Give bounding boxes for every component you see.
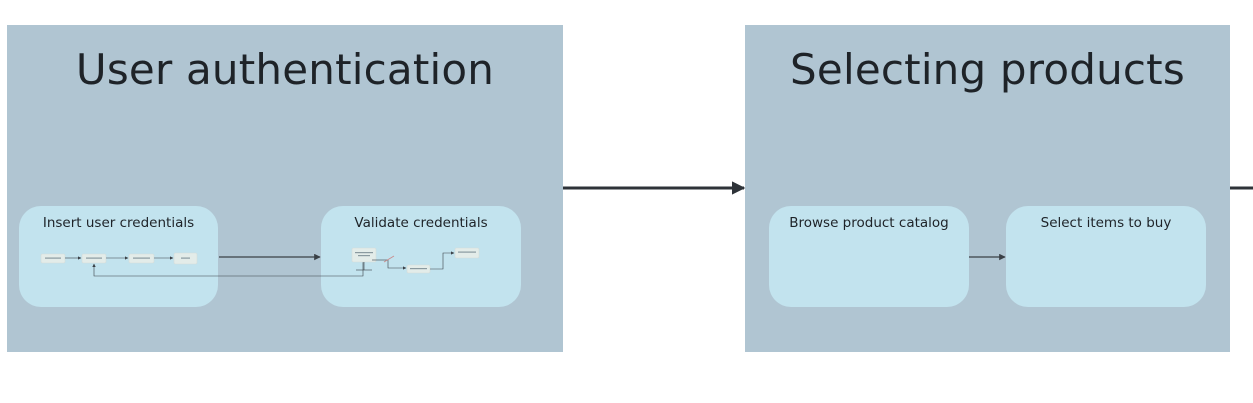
step-label: Validate credentials xyxy=(354,215,488,231)
step-select-items-to-buy[interactable]: Select items to buy xyxy=(1006,206,1206,307)
step-label: Select items to buy xyxy=(1040,215,1172,231)
step-label: Insert user credentials xyxy=(42,215,195,231)
phase-title: User authentication xyxy=(75,45,495,94)
phase-selecting-products[interactable]: Selecting products Browse product catalo… xyxy=(745,25,1230,352)
mini-flow-validate-credentials xyxy=(351,247,480,274)
phase-title: Selecting products xyxy=(790,45,1185,94)
step-label: Browse product catalog xyxy=(789,215,949,231)
mini-flow-insert-credentials xyxy=(40,252,364,277)
step-browse-product-catalog[interactable]: Browse product catalog xyxy=(769,206,969,307)
